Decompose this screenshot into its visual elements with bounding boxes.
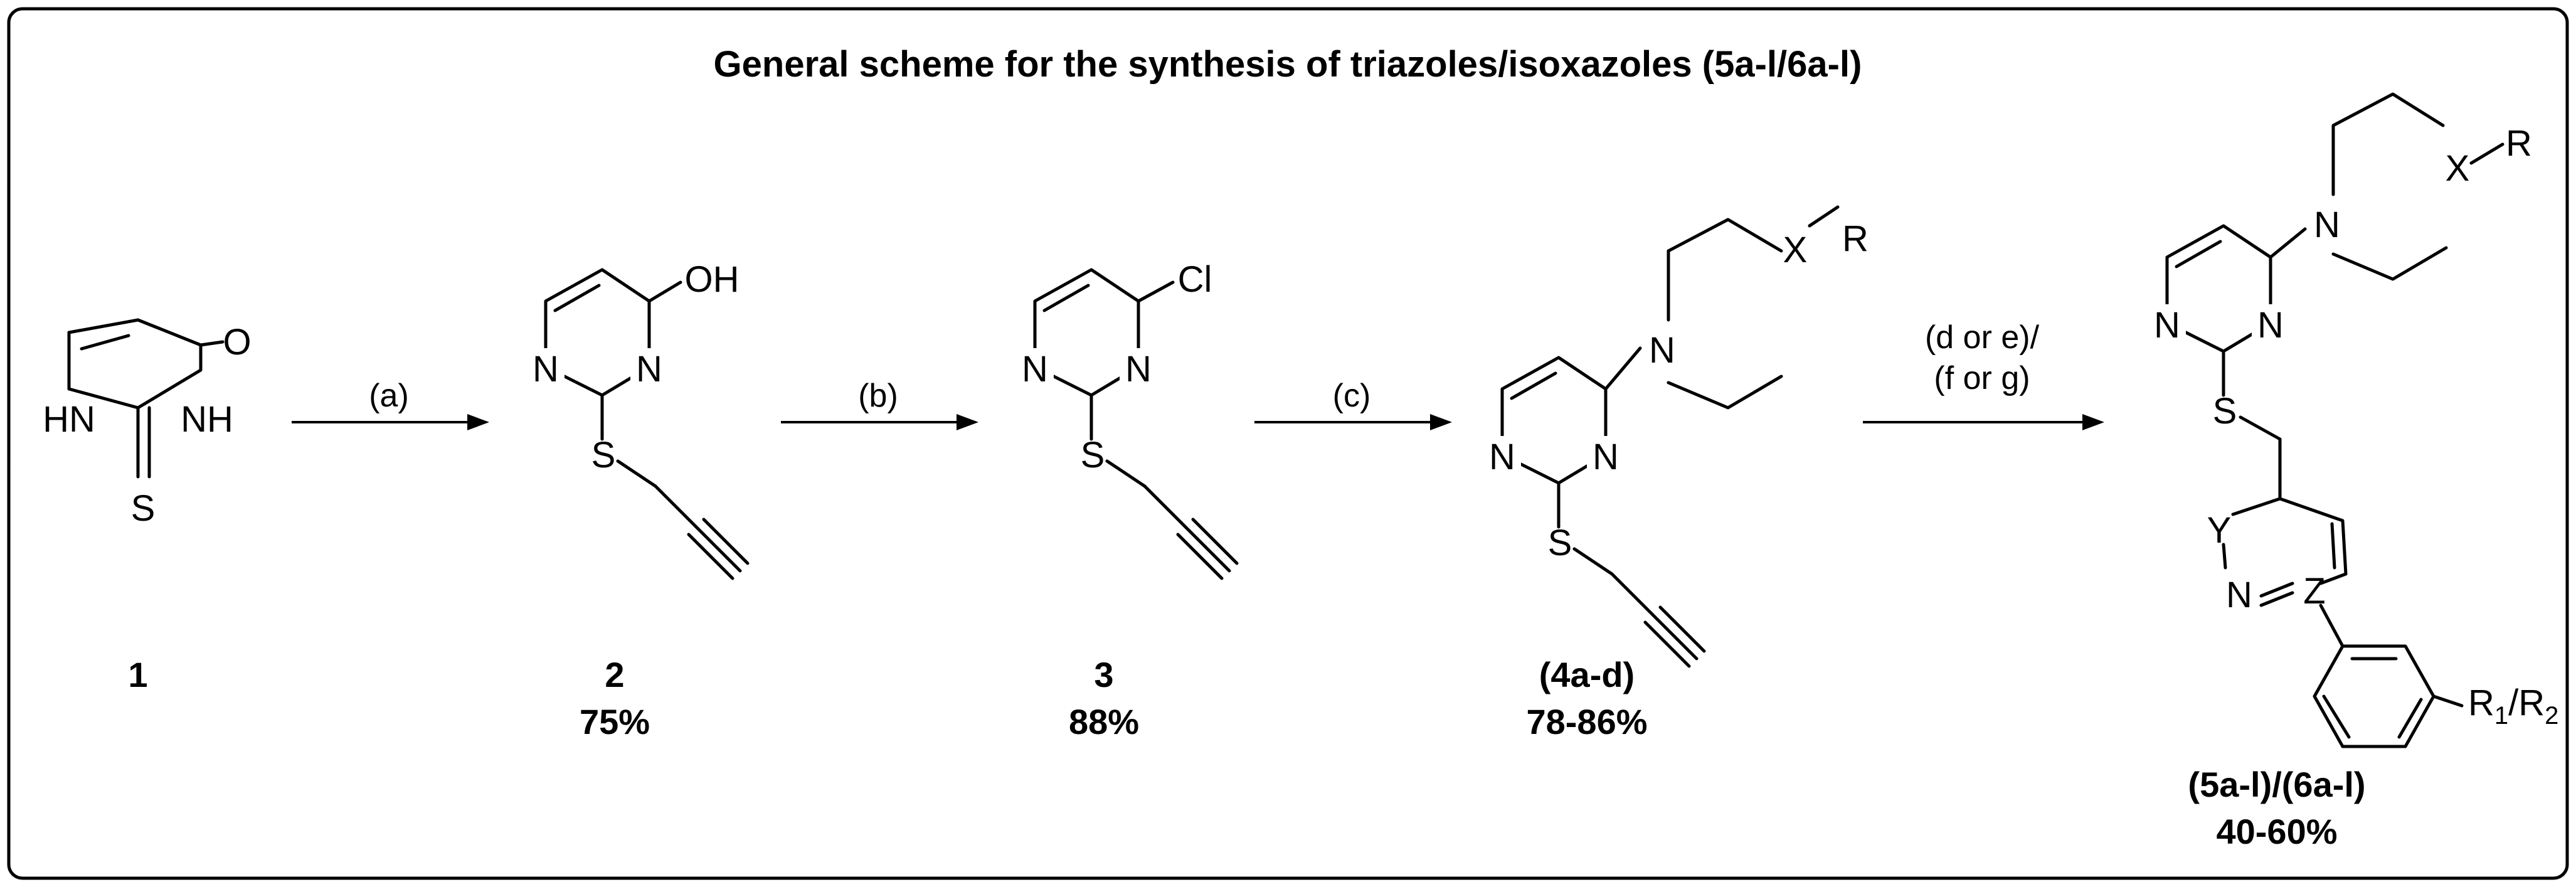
atom-n-4a: N: [1489, 437, 1515, 477]
atom-n-3b: N: [1125, 349, 1152, 390]
condition-b: (b): [858, 378, 898, 414]
yield-product: 40-60%: [2216, 812, 2337, 851]
arrow-a: [292, 414, 489, 430]
compound-4-structure: N N N X R S: [1483, 205, 1868, 668]
atom-n-2b: N: [636, 349, 662, 390]
atom-y-p: Y: [2207, 510, 2232, 551]
atom-z-p: Z: [2303, 571, 2325, 612]
atom-n-2a: N: [533, 349, 559, 390]
yield-compound-2: 75%: [580, 702, 650, 741]
compound-3-structure: N N Cl S: [1016, 259, 1239, 580]
condition-a: (a): [369, 378, 409, 414]
label-product: (5a-l)/(6a-l): [2188, 765, 2365, 804]
atom-n-p2: N: [2257, 305, 2284, 346]
scheme-title: General scheme for the synthesis of tria…: [714, 44, 1862, 85]
atom-r-p: R: [2506, 123, 2532, 164]
arrow-c: [1254, 414, 1452, 430]
atom-n-4c: N: [1649, 330, 1675, 371]
label-compound-1: 1: [128, 655, 147, 694]
atom-n-3a: N: [1022, 349, 1048, 390]
compound-1-structure: HN NH O S: [30, 318, 252, 529]
condition-c: (c): [1333, 378, 1371, 414]
label-compound-4: (4a-d): [1539, 655, 1635, 694]
atom-n-p4: N: [2226, 575, 2252, 615]
atom-s-2: S: [591, 435, 616, 475]
condition-d-line2: (f or g): [1934, 360, 2030, 396]
atom-s-3: S: [1081, 435, 1105, 475]
label-compound-3: 3: [1094, 655, 1113, 694]
atom-s-p: S: [2213, 391, 2237, 432]
atom-oh-2: OH: [685, 259, 739, 300]
yield-compound-4: 78-86%: [1526, 702, 1647, 741]
atom-n-4b: N: [1593, 437, 1619, 477]
label-compound-2: 2: [605, 655, 624, 694]
atom-x-4: X: [1783, 230, 1808, 270]
atom-s-4: S: [1548, 523, 1572, 563]
atom-r-4: R: [1842, 218, 1868, 259]
atom-cl-3: Cl: [1178, 259, 1212, 300]
atom-s-1: S: [131, 488, 156, 529]
atom-nh: NH: [181, 399, 233, 440]
atom-n-p3: N: [2314, 204, 2340, 245]
arrow-b: [781, 414, 978, 430]
atom-r1r2-p: R1/R2: [2468, 683, 2558, 730]
atom-x-p: X: [2446, 148, 2470, 189]
yield-compound-3: 88%: [1069, 702, 1139, 741]
scheme-frame: [7, 7, 2569, 880]
product-structure: N N N X R S Y N Z R1/R2: [2148, 92, 2558, 748]
atom-hn: HN: [43, 399, 95, 440]
atom-o-1: O: [223, 322, 251, 363]
arrow-d: [1863, 414, 2104, 430]
atom-n-p1: N: [2154, 305, 2180, 346]
condition-d-line1: (d or e)/: [1925, 319, 2040, 356]
compound-2-structure: N N OH S: [527, 259, 750, 580]
